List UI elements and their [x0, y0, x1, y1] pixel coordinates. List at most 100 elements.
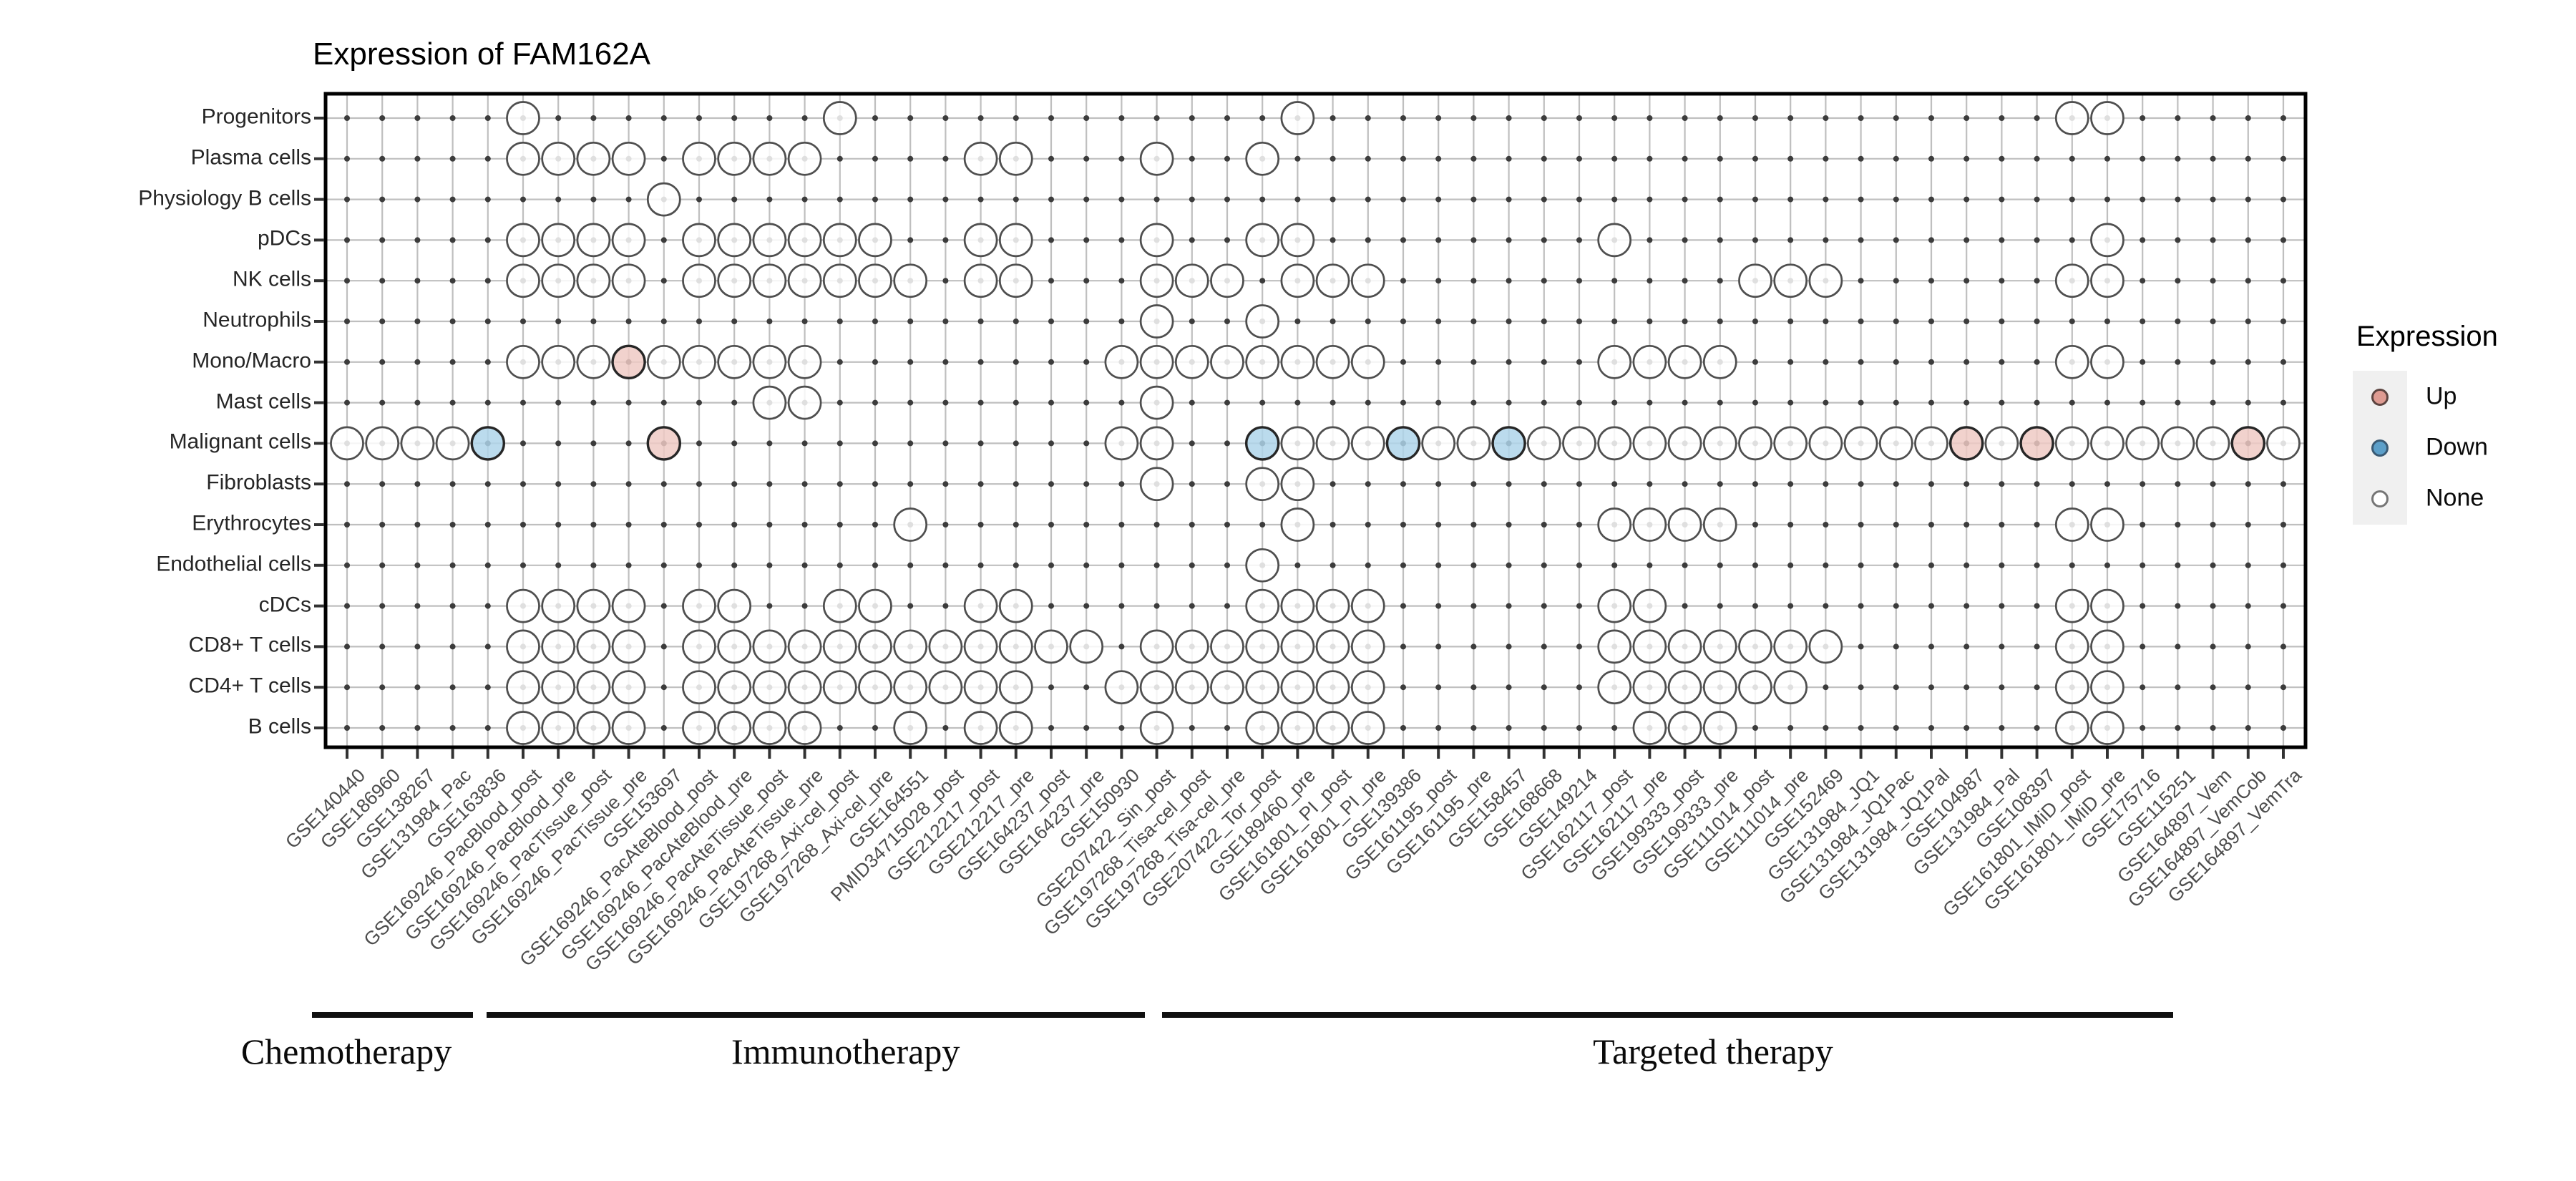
- grid-dot: [2140, 481, 2146, 487]
- grid-dot: [1435, 196, 1442, 203]
- grid-dot: [1823, 155, 1829, 162]
- grid-dot: [2069, 196, 2075, 203]
- grid-dot: [1963, 643, 1970, 650]
- grid-dot: [1611, 196, 1618, 203]
- grid-dot: [1541, 359, 1547, 365]
- expression-dot-none: [1738, 263, 1772, 298]
- grid-dot: [1858, 684, 1864, 691]
- grid-dot: [449, 237, 456, 243]
- grid-dot: [1013, 115, 1019, 121]
- grid-dot: [2140, 725, 2146, 731]
- grid-dot: [1506, 481, 1512, 487]
- grid-dot: [2140, 319, 2146, 324]
- grid-dot: [1541, 603, 1547, 609]
- expression-dot-none: [1139, 629, 1174, 664]
- grid-dot: [1752, 562, 1758, 568]
- expression-dot-none: [717, 263, 752, 298]
- expression-dot-none: [787, 223, 822, 258]
- grid-dot: [344, 684, 350, 691]
- grid-dot: [2175, 725, 2181, 731]
- grid-dot: [1963, 359, 1970, 365]
- expression-dot-none: [1597, 670, 1632, 705]
- grid-dot: [1752, 115, 1758, 121]
- grid-dot: [1963, 196, 1970, 203]
- grid-dot: [1682, 115, 1688, 121]
- grid-dot: [801, 319, 808, 324]
- grid-dot: [1153, 522, 1160, 528]
- grid-dot: [2034, 196, 2040, 203]
- grid-dot: [1259, 278, 1266, 284]
- expression-dot-none: [1597, 344, 1632, 379]
- grid-dot: [344, 237, 350, 243]
- grid-dot: [1611, 278, 1618, 284]
- grid-dot: [1083, 399, 1090, 406]
- expression-dot-none: [435, 426, 470, 461]
- grid-dot: [1576, 237, 1582, 243]
- grid-dot: [484, 603, 491, 609]
- grid-dot: [1506, 684, 1512, 691]
- grid-dot: [836, 562, 843, 568]
- expression-dot-none: [1280, 467, 1315, 502]
- expression-dot-none: [1773, 670, 1808, 705]
- expression-dot-none: [611, 141, 646, 176]
- grid-dot: [731, 522, 738, 528]
- grid-dot: [344, 643, 350, 650]
- expression-dot-none: [1597, 426, 1632, 461]
- y-label: pDCs: [257, 227, 311, 251]
- grid-dot: [660, 725, 667, 731]
- grid-dot: [872, 359, 878, 365]
- expression-dot-none: [2054, 711, 2089, 745]
- grid-dot: [660, 319, 667, 324]
- grid-dot: [1189, 481, 1195, 487]
- expression-dot-none: [1280, 711, 1315, 745]
- grid-dot: [1189, 155, 1195, 162]
- grid-dot: [1294, 196, 1301, 203]
- expression-dot-none: [1808, 426, 1843, 461]
- grid-dot: [379, 522, 386, 528]
- grid-dot: [2140, 359, 2146, 365]
- grid-dot: [1999, 643, 2005, 650]
- grid-dot: [2210, 237, 2216, 243]
- grid-dot: [2245, 562, 2251, 568]
- grid-dot: [660, 237, 667, 243]
- expression-dot-none: [787, 385, 822, 420]
- grid-dot: [1576, 115, 1582, 121]
- grid-dot: [1189, 399, 1195, 406]
- grid-dot: [1928, 481, 1934, 487]
- grid-dot: [1506, 522, 1512, 528]
- expression-dot-none: [1315, 263, 1350, 298]
- grid-dot: [1224, 319, 1230, 324]
- expression-dot-none: [963, 263, 998, 298]
- grid-dot: [1365, 196, 1371, 203]
- expression-dot-none: [998, 711, 1033, 745]
- grid-dot: [942, 319, 949, 324]
- expression-dot-none: [1597, 588, 1632, 623]
- expression-dot-none: [1350, 629, 1385, 664]
- grid-dot: [1541, 278, 1547, 284]
- grid-dot: [660, 562, 667, 568]
- expression-dot-none: [1245, 141, 1280, 176]
- expression-dot-none: [1210, 344, 1244, 379]
- expression-dot-none: [822, 588, 857, 623]
- expression-dot-none: [1245, 711, 1280, 745]
- chart-title: Expression of FAM162A: [313, 37, 651, 72]
- grid-dot: [872, 399, 878, 406]
- grid-dot: [2210, 522, 2216, 528]
- grid-dot: [1646, 115, 1653, 121]
- legend-label: None: [2426, 484, 2484, 512]
- grid-dot: [942, 399, 949, 406]
- expression-dot-none: [1597, 507, 1632, 542]
- grid-dot: [1189, 196, 1195, 203]
- expression-dot-none: [1210, 263, 1244, 298]
- grid-dot: [1893, 115, 1899, 121]
- grid-dot: [1365, 399, 1371, 406]
- grid-dot: [1224, 481, 1230, 487]
- grid-dot: [1576, 399, 1582, 406]
- grid-dot: [696, 440, 702, 447]
- grid-dot: [907, 399, 914, 406]
- grid-dot: [766, 603, 773, 609]
- expression-dot-none: [682, 263, 716, 298]
- grid-dot: [1013, 440, 1019, 447]
- grid-dot: [344, 319, 350, 324]
- expression-dot-none: [330, 426, 364, 461]
